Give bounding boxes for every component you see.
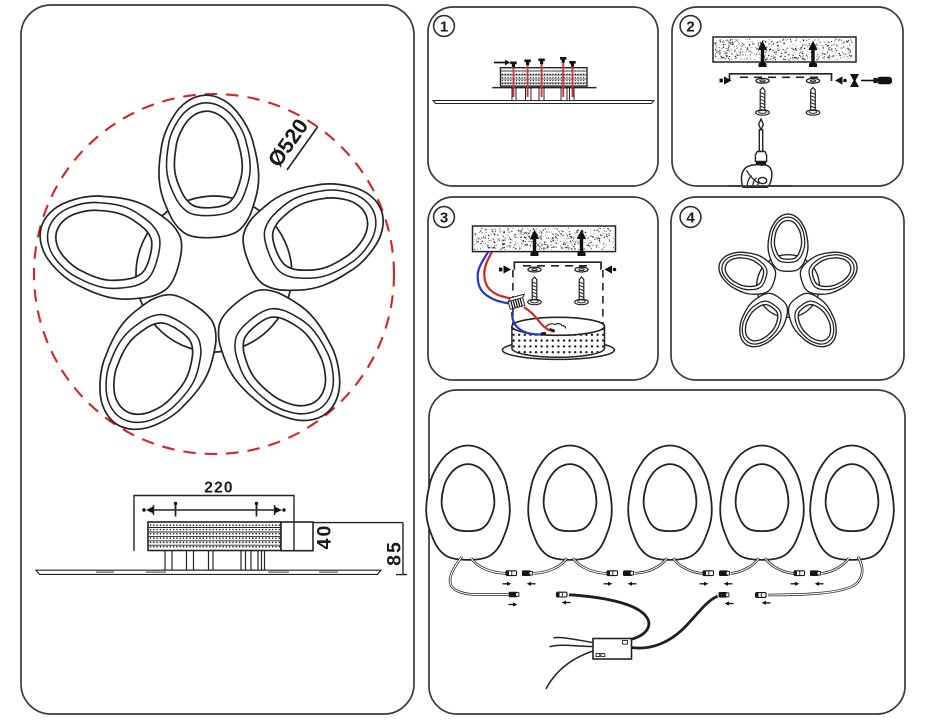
svg-text:40: 40 bbox=[314, 524, 336, 550]
svg-text:2: 2 bbox=[686, 18, 694, 35]
svg-text:1: 1 bbox=[440, 18, 448, 35]
svg-text:220: 220 bbox=[204, 480, 233, 497]
svg-text:85: 85 bbox=[384, 540, 406, 566]
svg-text:3: 3 bbox=[440, 209, 448, 226]
svg-text:4: 4 bbox=[686, 209, 695, 226]
